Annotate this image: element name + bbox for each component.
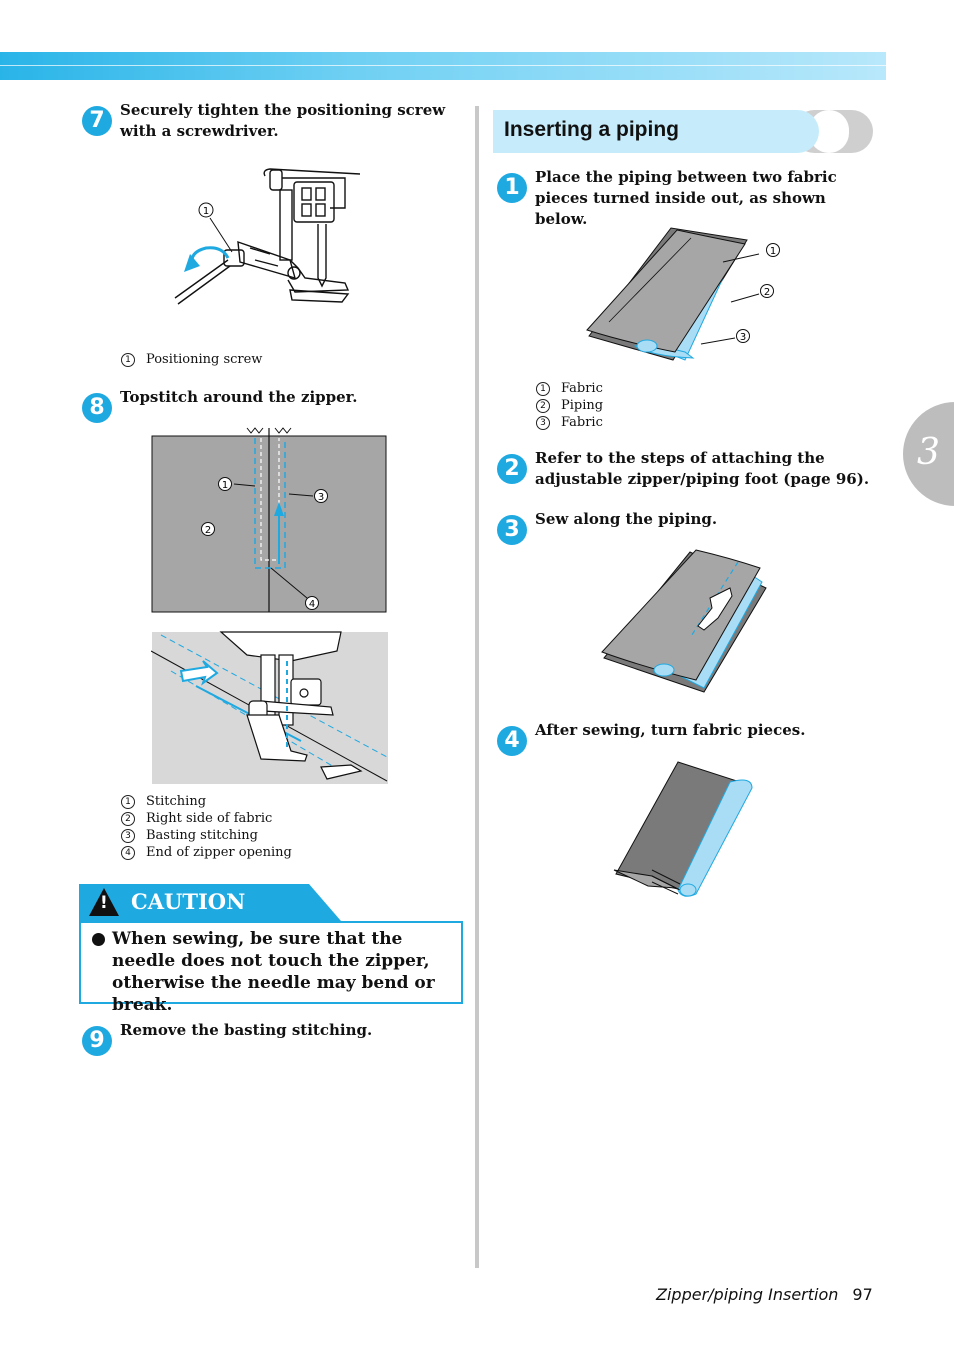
section-title: Inserting a piping	[504, 118, 680, 141]
footer-section: Zipper/piping Insertion	[656, 1285, 839, 1304]
step-badge-3: 3	[497, 515, 527, 545]
column-divider	[475, 106, 479, 1268]
turned-fabric-illustration	[613, 761, 753, 897]
step-badge-1: 1	[497, 173, 527, 203]
step-badge-9: 9	[82, 1026, 112, 1056]
zipper-foot-sewing-illustration	[151, 631, 388, 784]
step-2-text: Refer to the steps of attaching the adju…	[535, 449, 870, 488]
step-badge-7: 7	[82, 106, 112, 136]
svg-text:3: 3	[740, 332, 746, 343]
svg-text:4: 4	[309, 599, 315, 610]
svg-text:3: 3	[318, 492, 324, 503]
page-number: 97	[852, 1285, 873, 1304]
zipper-topstitch-diagram: 1 2 3 4	[151, 427, 387, 613]
step-9-text: Remove the basting stitching.	[120, 1021, 373, 1039]
caution-box: When sewing, be sure that the needle doe…	[79, 921, 463, 1015]
caution-header: ! CAUTION	[79, 884, 341, 921]
step-1-text: Place the piping between two fabric piec…	[535, 168, 837, 228]
step-8-text: Topstitch around the zipper.	[120, 388, 358, 406]
piping-layers-illustration: 1 2 3	[586, 227, 780, 361]
step-3-text: Sew along the piping.	[535, 510, 718, 528]
step-badge-4: 4	[497, 726, 527, 756]
caution-text: When sewing, be sure that the needle doe…	[112, 929, 435, 1015]
warning-icon	[89, 888, 119, 916]
caution-title: CAUTION	[131, 889, 246, 914]
chapter-tab[interactable]: 3	[903, 402, 954, 506]
page-footer: Zipper/piping Insertion 97	[656, 1285, 873, 1304]
step-4-text: After sewing, turn fabric pieces.	[535, 721, 806, 739]
header-band	[0, 52, 886, 80]
step-7-text: Securely tighten the positioning screw w…	[120, 101, 446, 140]
sew-along-piping-illustration	[601, 549, 767, 693]
svg-text:2: 2	[205, 525, 211, 536]
svg-text:2: 2	[764, 287, 770, 298]
step-badge-2: 2	[497, 454, 527, 484]
step-badge-8: 8	[82, 393, 112, 423]
positioning-screw-illustration: 1	[174, 168, 361, 305]
section-heading: Inserting a piping	[493, 110, 873, 153]
svg-text:1: 1	[770, 246, 776, 257]
bullet-icon	[92, 933, 105, 946]
svg-text:1: 1	[222, 480, 228, 491]
chapter-number: 3	[917, 432, 940, 473]
callout-1: 1	[203, 206, 209, 217]
